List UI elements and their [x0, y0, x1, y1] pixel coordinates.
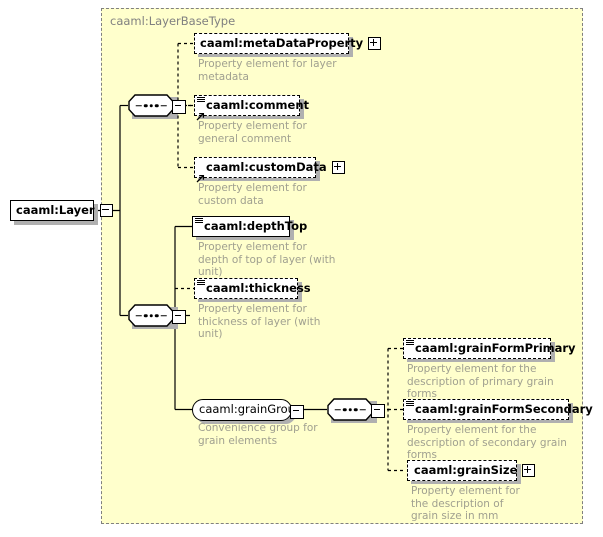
- minus-expander-icon[interactable]: [99, 204, 113, 217]
- element-documentation: Property element for thickness of layer …: [198, 303, 321, 340]
- text-type-icon: [195, 218, 203, 224]
- element-label: caaml:metaDataProperty: [200, 35, 364, 50]
- plus-expander-icon[interactable]: [331, 161, 345, 174]
- root-element-caaml-layer[interactable]: caaml:Layer: [10, 200, 113, 221]
- complex-type-title: caaml:LayerBaseType: [110, 14, 236, 28]
- element-label: caaml:grainSize: [414, 462, 518, 477]
- element-documentation: Property element for the description of …: [407, 424, 567, 461]
- sequence-3-minus-expander-icon[interactable]: [371, 403, 385, 418]
- element-documentation: Property element for general comment: [198, 120, 307, 145]
- sequence-compositor-2[interactable]: [128, 304, 174, 327]
- element-label: caaml:customData: [206, 159, 327, 174]
- element-caaml-metaDataProperty[interactable]: caaml:metaDataProperty: [194, 33, 382, 54]
- substitution-arrow-icon: [196, 168, 205, 183]
- element-documentation: Property element for custom data: [198, 182, 307, 207]
- element-documentation: Property element for depth of top of lay…: [198, 241, 336, 278]
- group-caaml-grainGroup[interactable]: caaml:grainGroup: [192, 399, 302, 421]
- element-caaml-depthTop[interactable]: caaml:depthTop: [192, 216, 307, 237]
- element-caaml-grainSize[interactable]: caaml:grainSize: [407, 460, 536, 481]
- sequence-compositor-1[interactable]: [128, 94, 174, 117]
- element-documentation: Property element for the description of …: [407, 363, 554, 400]
- sequence-glyph: [334, 407, 366, 412]
- element-label: caaml:grainFormPrimary: [415, 340, 576, 355]
- element-caaml-grainFormPrimary[interactable]: caaml:grainFormPrimary: [403, 338, 576, 359]
- element-label: caaml:depthTop: [204, 218, 308, 233]
- sequence-glyph: [135, 313, 167, 318]
- element-caaml-thickness[interactable]: caaml:thickness: [194, 278, 311, 299]
- text-type-icon: [406, 401, 414, 407]
- sequence-compositor-3[interactable]: [327, 398, 373, 421]
- element-documentation: Property element for the description of …: [411, 485, 520, 522]
- text-type-icon: [197, 280, 205, 286]
- element-label: caaml:grainFormSecondary: [415, 401, 593, 416]
- group-label: caaml:grainGroup: [199, 402, 303, 417]
- element-label: caaml:thickness: [206, 280, 311, 295]
- element-documentation: Property element for layer metadata: [198, 58, 337, 83]
- sequence-1-minus-expander-icon[interactable]: [172, 99, 186, 114]
- text-type-icon: [406, 340, 414, 346]
- plus-expander-icon[interactable]: [368, 37, 382, 50]
- element-caaml-comment[interactable]: caaml:comment: [194, 95, 309, 121]
- complex-type-container: [101, 8, 583, 524]
- element-caaml-customData[interactable]: caaml:customData: [194, 157, 345, 183]
- plus-expander-icon[interactable]: [522, 464, 536, 477]
- substitution-arrow-icon: [196, 106, 205, 121]
- group-documentation: Convenience group for grain elements: [198, 422, 318, 447]
- sequence-2-minus-expander-icon[interactable]: [172, 309, 186, 324]
- root-element-label: caaml:Layer: [16, 202, 95, 217]
- sequence-glyph: [135, 103, 167, 108]
- element-label: caaml:comment: [206, 97, 310, 112]
- element-caaml-grainFormSecondary[interactable]: caaml:grainFormSecondary: [403, 399, 593, 420]
- group-minus-expander-icon[interactable]: [290, 404, 304, 419]
- text-type-icon: [197, 97, 205, 103]
